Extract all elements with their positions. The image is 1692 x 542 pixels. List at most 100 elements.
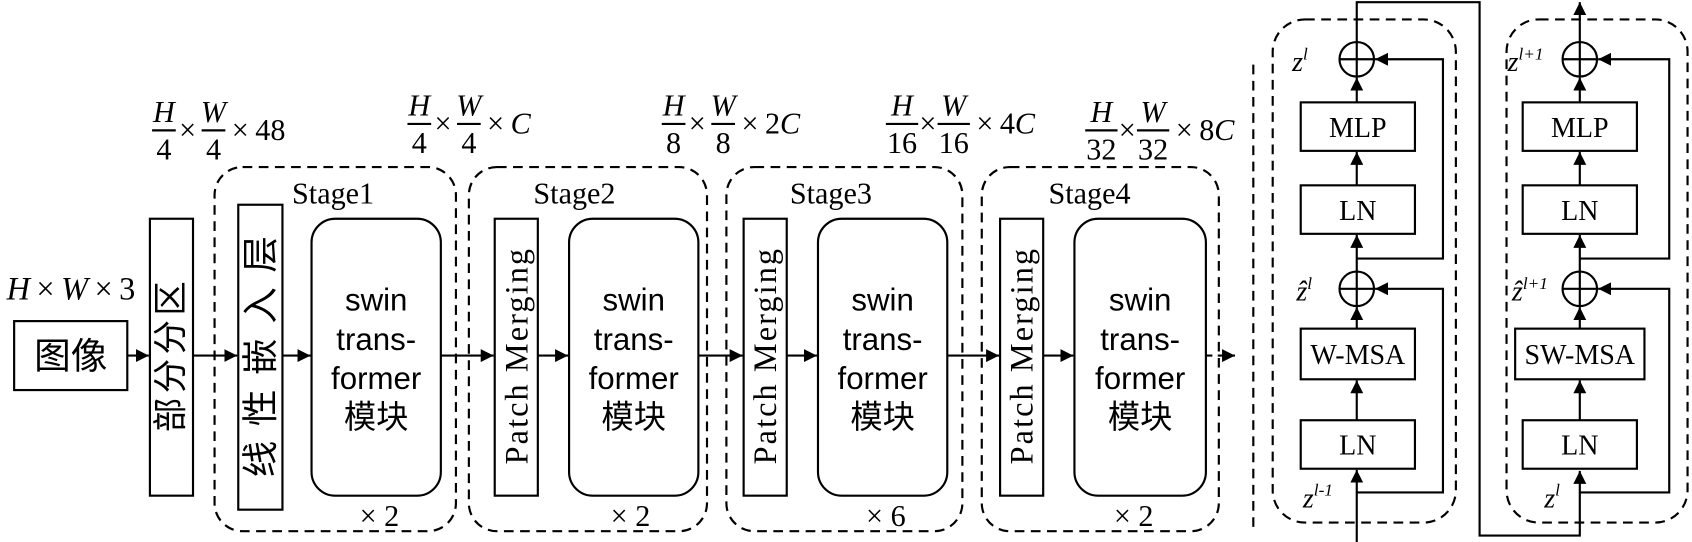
connector-block-a-to-block-b [1355,1,1587,537]
input-dimensions: H×W×3 [6,271,136,307]
sw-msa-ln-top-box [1521,184,1638,235]
image-box [13,320,129,392]
stage-2: Stage2 Patch Merging swin trans- former … [467,165,709,533]
swin-block-2-line-4: 模块 [601,398,666,436]
sw-msa-residual-top [1579,52,1671,260]
dim-3-channels-times: × [741,107,758,141]
w-msa-add-node-mid [1338,270,1376,308]
dim-2-channels-symbol: C [511,107,532,141]
dim-4-channels-times: × [976,107,993,141]
stage-1: Stage1 线性嵌入层 swin trans- former 模块 × 2 [213,165,458,533]
dim-3-height-denominator: 8 [666,126,681,160]
w-msa-z-in-label: zl-1 [1302,481,1333,515]
sw-msa-add-node-top [1561,40,1599,78]
linear-embedding-label: 线性嵌入层 [239,236,282,477]
dim-3-channels-symbol: C [780,107,801,141]
swin-block-3-line-4: 模块 [850,398,915,436]
stage-4-title: Stage4 [1048,177,1130,211]
dimension-label-2: H 4 × W 4 ×C [407,88,531,160]
dim-4-channels: ×4C [976,107,1036,141]
stage-1-title: Stage1 [292,177,374,211]
swin-block-4-box [1073,217,1207,497]
sw-msa-mlp-label: MLP [1551,113,1609,144]
stage-2-repeat: × 2 [611,499,651,533]
dim-1-height-numerator: H [152,95,177,129]
w-msa-z-out-sup: l [1303,44,1308,63]
sw-msa-z-out-base: z [1507,47,1519,78]
dim-4-times: × [919,107,936,141]
w-msa-z-in-base: z [1302,484,1314,515]
w-msa-z-mid-label: ẑl [1295,274,1312,308]
stage-4-boundary [980,165,1220,533]
swin-block-w-msa: zl MLP LN ẑl W-MSA LN zl-1 [1271,18,1457,542]
sw-msa-z-mid-base: ẑ [1511,277,1524,308]
dim-3-channels: ×2C [741,107,801,141]
dimension-label-5: H 32 × W 32 ×8C [1085,95,1236,166]
patch-merging-3-box [742,217,788,497]
dim-4-height-numerator: H [890,88,915,122]
w-msa-ln-bottom-label: LN [1339,431,1376,462]
swin-block-3-box [816,217,949,497]
dim-2-width-denominator: 4 [461,126,476,160]
dimension-label-1: H 4 × W 4 ×48 [152,95,285,167]
dimension-label-3: H 8 × W 8 ×2C [662,88,801,160]
w-msa-add-node-top [1338,40,1376,78]
swin-block-1-line-2: trans- [336,322,416,357]
dim-5-channels-number: 8 [1199,113,1214,147]
w-msa-z-in-sup: l-1 [1314,481,1333,500]
stage-3-title: Stage3 [790,177,872,211]
stage-3-boundary [725,165,964,533]
w-msa-z-mid-base: ẑ [1295,277,1308,308]
input-times-1: × [36,271,54,307]
dimension-label-4: H 16 × W 16 ×4C [885,88,1036,160]
image-box-label: 图像 [34,335,107,378]
dim-1-channels-times: × [232,113,249,147]
stage-1-repeat: × 2 [360,499,400,533]
sw-msa-mlp-box [1521,101,1638,152]
w-msa-residual-top [1356,52,1445,260]
dim-2-channels-times: × [487,107,504,141]
swin-block-3-line-3: former [838,361,928,396]
patch-partition-box [148,217,195,497]
swin-block-3-line-2: trans- [843,322,923,357]
patch-merging-2-box [493,217,539,497]
sw-msa-z-in-label: zl [1543,481,1560,515]
dim-5-height-denominator: 32 [1086,132,1116,166]
dim-1-width-numerator: W [201,95,229,129]
sw-msa-z-mid-label: ẑl+1 [1511,274,1548,308]
dim-2-height-denominator: 4 [412,126,427,160]
dim-3-times: × [689,107,706,141]
dim-5-channels-symbol: C [1214,113,1235,147]
dim-2-height-numerator: H [407,88,432,122]
w-msa-mlp-label: MLP [1329,113,1387,144]
dim-2-width-numerator: W [456,88,484,122]
dim-4-width-denominator: 16 [939,126,969,160]
swin-block-1-box [310,217,442,497]
swin-block-2-box [567,217,700,497]
w-msa-ln-top-label: LN [1339,196,1376,227]
dim-1-times: × [179,113,196,147]
dim-1-channels-number: 48 [255,113,285,147]
sw-msa-z-in-base: z [1543,484,1555,515]
patch-merging-4-box [999,217,1045,497]
dim-4-channels-symbol: C [1015,107,1036,141]
sw-msa-z-out-label: zl+1 [1507,44,1544,78]
swin-block-1-line-3: former [331,361,421,396]
w-msa-residual-bottom [1356,282,1445,494]
input-height-symbol: H [6,271,32,307]
stage-4: Stage4 Patch Merging swin trans- former … [980,165,1220,533]
dim-3-height-numerator: H [662,88,687,122]
dim-2-channels: ×C [487,107,531,141]
sw-msa-add-node-mid [1561,270,1599,308]
dim-5-channels-times: × [1176,113,1193,147]
dim-5-channels: ×8C [1176,113,1236,147]
stage-4-repeat: × 2 [1114,499,1154,533]
dim-5-height-numerator: H [1089,95,1114,129]
dim-3-channels-number: 2 [765,107,780,141]
patch-merging-3-label: Patch Merging [747,249,783,465]
dim-1-width-denominator: 4 [206,132,221,166]
w-msa-attention-box [1299,327,1417,381]
linear-embedding-box [237,203,284,511]
w-msa-z-mid-sup: l [1307,274,1312,293]
